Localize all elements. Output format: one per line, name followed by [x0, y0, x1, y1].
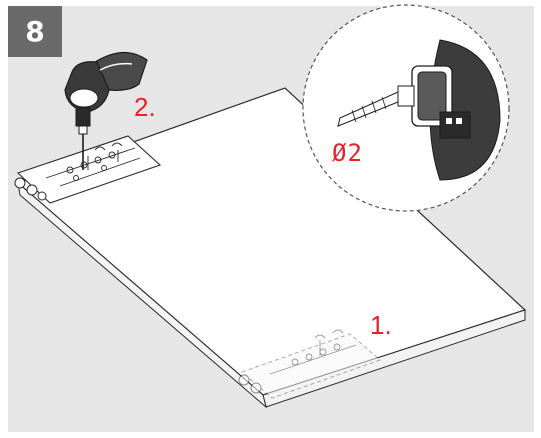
step-label-place-template: 1.	[370, 310, 392, 340]
step-number-badge: 8	[8, 6, 62, 57]
cordless-drill-icon	[64, 51, 148, 170]
drilling-template-icon	[14, 135, 162, 204]
drill-bit-icon	[337, 39, 501, 181]
drill-bit-size-label: Ø2	[332, 139, 363, 167]
drilling-template-ghost	[238, 329, 381, 399]
step-label-drill: 2.	[134, 92, 156, 122]
zoom-callout	[302, 4, 510, 212]
